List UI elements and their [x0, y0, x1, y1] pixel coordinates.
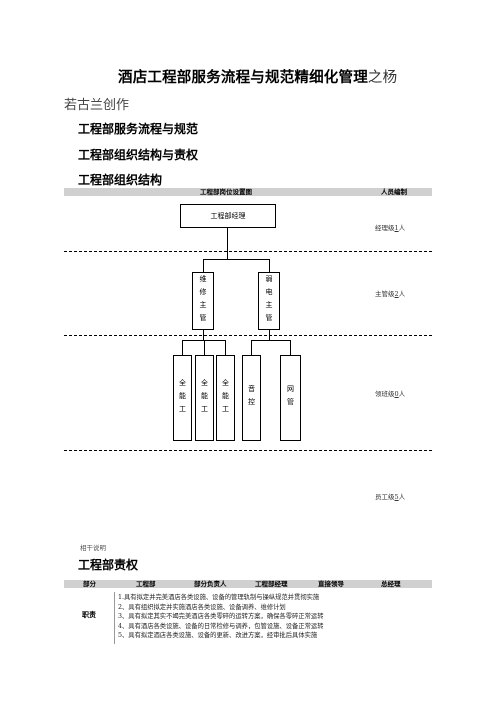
duty-table-header-bar: 部分 工程部 部分负责人 工程部经理 直接领导 总经理 [64, 580, 432, 588]
col-dept-name: 工程部 [136, 580, 156, 588]
level-divider-2 [64, 335, 432, 336]
manager-box: 工程部经理 [180, 204, 276, 228]
connector-lowvoltage-down [269, 330, 270, 340]
duty-item-2: 2、具有组织拟定并实施酒店各类设施、设备调养、维修计划 [118, 604, 286, 611]
duty-item-1: 1.具有拟定并完美酒店各类设施、设备的管理轨制与操纵规范并贯彻实施 [118, 594, 320, 601]
connector-staff-1 [182, 340, 183, 355]
maintenance-supervisor-box: 维修主管 [192, 272, 214, 330]
col-direct-leader-name: 总经理 [381, 580, 401, 588]
connector-staff-3 [225, 340, 226, 355]
level-divider-1 [64, 251, 432, 252]
level-label-foreman: 领班级0人 [375, 390, 406, 398]
connector-to-maintenance [203, 259, 204, 272]
duty-item-4: 4、具有酒店各类设施、设备的日常检修与调养，包管设施、设备正常运转 [118, 623, 324, 630]
staff-box-allround-1: 全能工 [173, 355, 192, 441]
duty-item-3: 3、具有拟定其实不竭完美酒店各类零碎的运转方案，确保各零碎正常运转 [118, 613, 324, 620]
level-label-manager: 经理级1人 [375, 224, 406, 232]
heading-service-flow: 工程部服务流程与规范 [78, 122, 199, 136]
title-main: 酒店工程部服务流程与规范精细化管理 [118, 70, 368, 86]
connector-maintenance-down [203, 330, 204, 340]
org-chart-header-bar: 工程部岗位设置图 人员编制 [64, 188, 432, 196]
author-line: 若古兰创作 [64, 98, 130, 113]
connector-lowvoltage-horizontal [251, 340, 291, 341]
duties-column-divider [114, 592, 115, 644]
staff-box-audio-control: 音控 [242, 355, 261, 441]
level-divider-3 [64, 450, 432, 451]
staffing-header: 人员编制 [381, 188, 407, 196]
connector-to-lowvoltage [269, 259, 270, 272]
org-chart-title: 工程部岗位设置图 [200, 188, 252, 196]
duty-item-5: 5、具有拟定酒店各类设施、设备的更新、改进方案，经审批后具体实施 [118, 632, 318, 639]
heading-org-structure: 工程部组织结构 [78, 173, 163, 187]
heading-dept-rights: 工程部责权 [78, 558, 139, 572]
heading-org-rights: 工程部组织结构与责权 [78, 148, 199, 162]
col-dept-head-name: 工程部经理 [255, 580, 288, 588]
connector-supervisor-horizontal [203, 259, 270, 260]
document-title: 酒店工程部服务流程与规范精细化管理之杨 [118, 66, 397, 87]
connector-staff-2 [204, 340, 205, 355]
duties-row-label: 职责 [82, 611, 96, 619]
col-dept: 部分 [83, 580, 96, 588]
connector-staff-4 [251, 340, 252, 355]
col-dept-head: 部分负责人 [194, 580, 227, 588]
lowvoltage-supervisor-box: 弱电主管 [258, 272, 280, 330]
staff-box-allround-3: 全能工 [216, 355, 235, 441]
level-label-staff: 员工级5人 [375, 493, 406, 501]
staff-box-allround-2: 全能工 [195, 355, 214, 441]
level-label-supervisor: 主管级2人 [375, 290, 406, 298]
col-direct-leader: 直接领导 [318, 580, 344, 588]
related-notes: 相干说明 [80, 544, 106, 552]
connector-staff-5 [290, 340, 291, 355]
staff-box-network-admin: 网管 [280, 355, 301, 441]
connector-manager-down [227, 228, 228, 259]
title-tail: 之杨 [367, 70, 398, 86]
